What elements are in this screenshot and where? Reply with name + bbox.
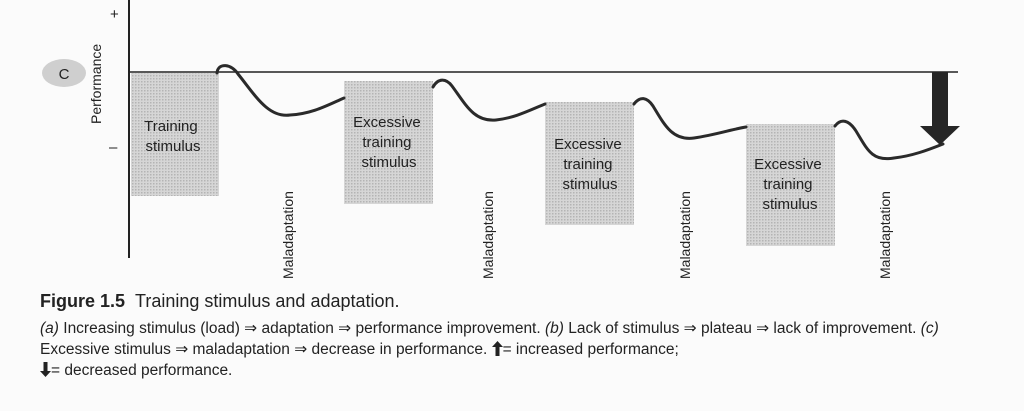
box-1-line-2: stimulus — [145, 138, 200, 155]
box-2-line-1: Excessive — [353, 114, 421, 131]
stimulus-box-3-label: Excessive training stimulus — [554, 136, 626, 193]
decrease-arrow — [920, 72, 960, 145]
box-2-line-2: training — [362, 134, 411, 151]
box-3-line-2: training — [563, 156, 612, 173]
stimulus-box-3 — [545, 102, 634, 225]
maladaptation-label-3: Maladaptation — [677, 191, 693, 279]
figure-caption: Figure 1.5 Training stimulus and adaptati… — [40, 291, 1010, 381]
box-4-line-1: Excessive — [754, 156, 822, 173]
stimulus-box-2 — [344, 81, 433, 204]
axis-minus-sign: – — [109, 139, 118, 156]
down-arrow-icon — [40, 362, 51, 377]
part-a-text: Increasing stimulus (load) ⇒ adaptation … — [58, 320, 545, 337]
part-c-label: (c) — [920, 320, 939, 337]
box-1-line-1: Training — [144, 118, 198, 135]
part-b-text: Lack of stimulus ⇒ plateau ⇒ lack of imp… — [563, 320, 921, 337]
increase-legend: = increased performance; — [502, 341, 679, 358]
decrease-legend: = decreased performance. — [51, 362, 233, 379]
panel-label: C — [59, 66, 70, 83]
stimulus-box-4 — [746, 124, 835, 246]
stimulus-box-2-label: Excessive training stimulus — [353, 114, 425, 171]
figure-title: Training stimulus and adaptation. — [135, 291, 400, 311]
stimulus-box-1 — [131, 73, 219, 196]
part-c-text: Excessive stimulus ⇒ maladaptation ⇒ dec… — [40, 341, 492, 358]
box-4-line-3: stimulus — [762, 196, 817, 213]
box-3-line-3: stimulus — [562, 176, 617, 193]
box-4-line-2: training — [763, 176, 812, 193]
stimulus-box-4-label: Excessive training stimulus — [754, 156, 826, 213]
performance-axis-label: Performance — [88, 44, 104, 124]
figure-heading: Figure 1.5 Training stimulus and adaptati… — [40, 291, 1010, 312]
maladaptation-label-4: Maladaptation — [877, 191, 893, 279]
part-a-label: (a) — [40, 320, 59, 337]
figure-description: (a) Increasing stimulus (load) ⇒ adaptat… — [40, 318, 1010, 381]
panel-label-badge — [42, 59, 86, 87]
figure-number: Figure 1.5 — [40, 291, 126, 311]
box-3-line-1: Excessive — [554, 136, 622, 153]
adaptation-diagram: + – Performance C Training stimulus Exce… — [42, 0, 960, 279]
up-arrow-icon — [491, 341, 503, 356]
maladaptation-label-2: Maladaptation — [480, 191, 496, 279]
stimulus-box-1-label: Training stimulus — [144, 118, 202, 155]
part-b-label: (b) — [544, 320, 564, 337]
axis-plus-sign: + — [110, 6, 119, 23]
maladaptation-label-1: Maladaptation — [280, 191, 296, 279]
box-2-line-3: stimulus — [361, 154, 416, 171]
performance-curve — [215, 64, 945, 161]
